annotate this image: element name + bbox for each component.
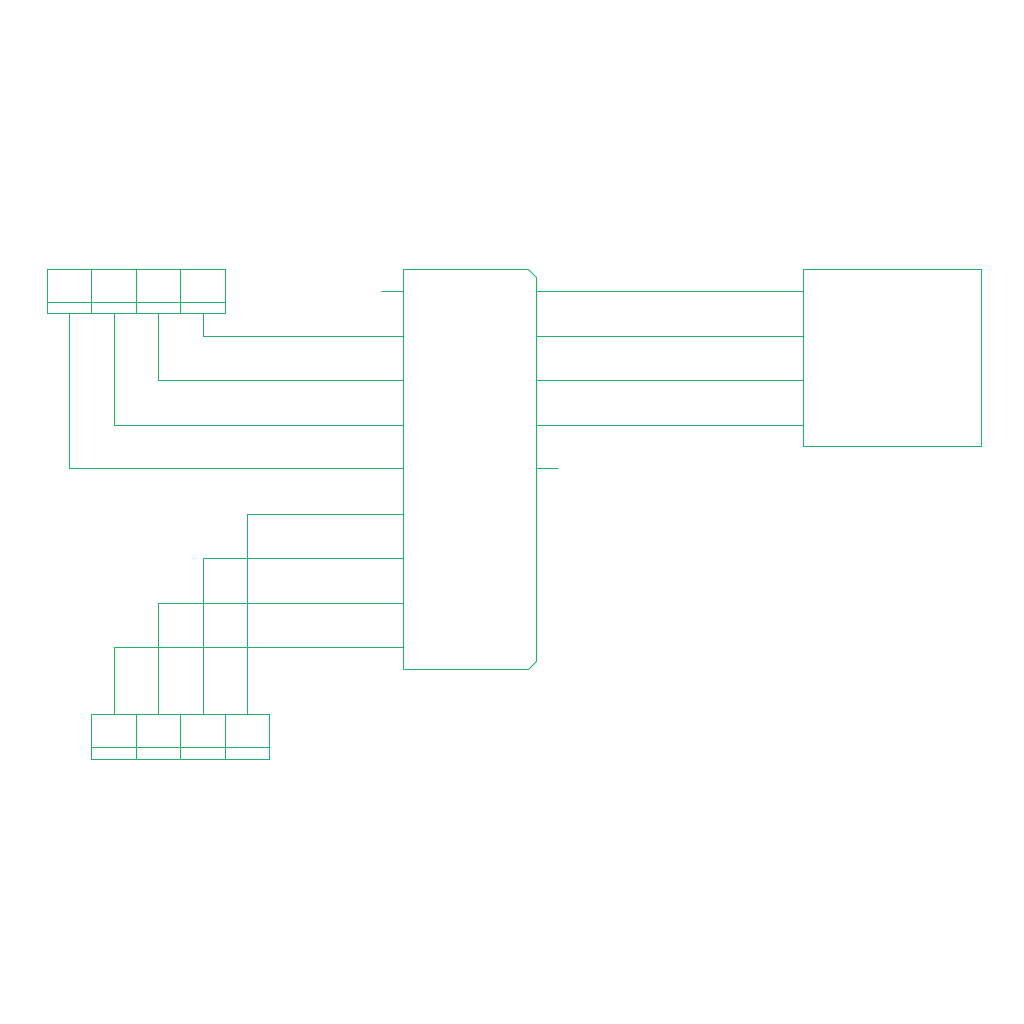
- wire-bottom-pin-3: [203, 558, 404, 715]
- top-connector-pin-3: [136, 269, 181, 314]
- bottom-connector: [91, 714, 270, 760]
- wire-bottom-pin-4: [247, 514, 404, 715]
- wire-top-pin-3: [158, 313, 404, 381]
- top-connector-pin-4: [180, 269, 226, 314]
- top-connector-wires: [69, 291, 404, 469]
- bottom-connector-pin-4: [225, 714, 270, 760]
- bottom-connector-pin-2: [136, 714, 181, 760]
- top-connector: [47, 269, 226, 314]
- bottom-connector-pin-1: [91, 714, 137, 760]
- top-connector-pin-2: [91, 269, 137, 314]
- top-connector-pin-1: [47, 269, 92, 314]
- wire-top-pin-4: [203, 313, 404, 337]
- bottom-connector-wires: [114, 514, 404, 715]
- wire-bottom-pin-1: [114, 647, 404, 715]
- bottom-connector-pin-3: [180, 714, 226, 760]
- wire-bottom-pin-2: [158, 603, 404, 715]
- target-block: [803, 269, 982, 447]
- main-chip: [403, 269, 537, 670]
- wire-top-pin-1: [69, 313, 404, 469]
- wire-top-pin-2: [114, 313, 404, 426]
- chip-to-block-wires: [536, 291, 804, 469]
